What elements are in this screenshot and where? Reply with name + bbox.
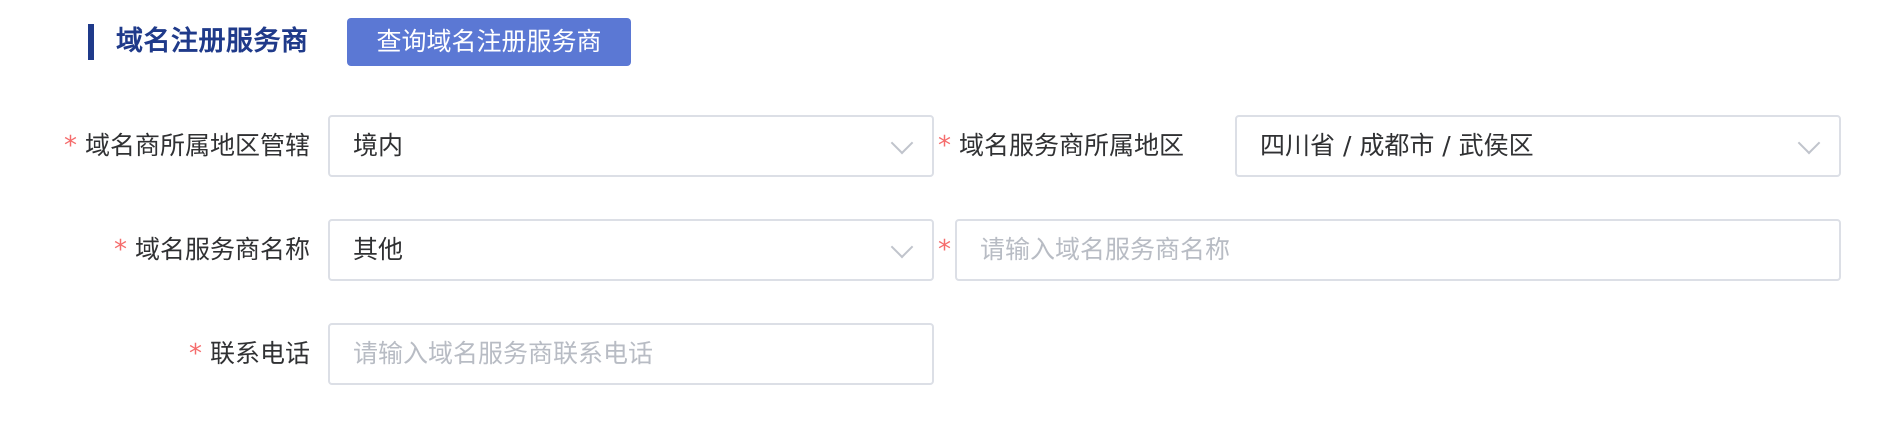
registrar-name-value: 其他 [353,235,404,264]
required-mark: * [113,235,127,265]
chevron-down-icon [890,131,914,155]
registrar-name-label-text: 域名服务商名称 [134,235,310,264]
region-cascader[interactable]: 四川省 / 成都市 / 武侯区 [1235,115,1841,177]
query-registrar-button[interactable]: 查询域名注册服务商 [347,18,631,66]
chevron-down-icon [1797,131,1821,155]
region-value: 四川省 / 成都市 / 武侯区 [1260,131,1534,160]
jurisdiction-label: *域名商所属地区管辖 [20,115,310,177]
contact-phone-label: *联系电话 [20,323,310,385]
registrar-name-other-placeholder: 请输入域名服务商名称 [980,235,1231,264]
contact-phone-placeholder: 请输入域名服务商联系电话 [353,339,654,368]
registrar-name-label: *域名服务商名称 [20,219,310,281]
region-label: * 域名服务商所属地区 [938,115,1216,177]
required-mark: * [188,339,202,369]
jurisdiction-label-text: 域名商所属地区管辖 [84,131,310,160]
registrar-name-other-input[interactable]: 请输入域名服务商名称 [955,219,1841,281]
contact-phone-label-text: 联系电话 [209,339,310,368]
required-mark: * [938,131,951,161]
jurisdiction-select[interactable]: 境内 [328,115,934,177]
contact-phone-input[interactable]: 请输入域名服务商联系电话 [328,323,934,385]
section-accent-bar [88,24,94,60]
chevron-down-icon [890,235,914,259]
jurisdiction-value: 境内 [353,131,404,160]
section-title: 域名注册服务商 [116,26,309,57]
registrar-name-select[interactable]: 其他 [328,219,934,281]
required-mark: * [63,131,77,161]
region-label-text: 域名服务商所属地区 [959,131,1185,160]
required-mark: * [938,235,951,265]
